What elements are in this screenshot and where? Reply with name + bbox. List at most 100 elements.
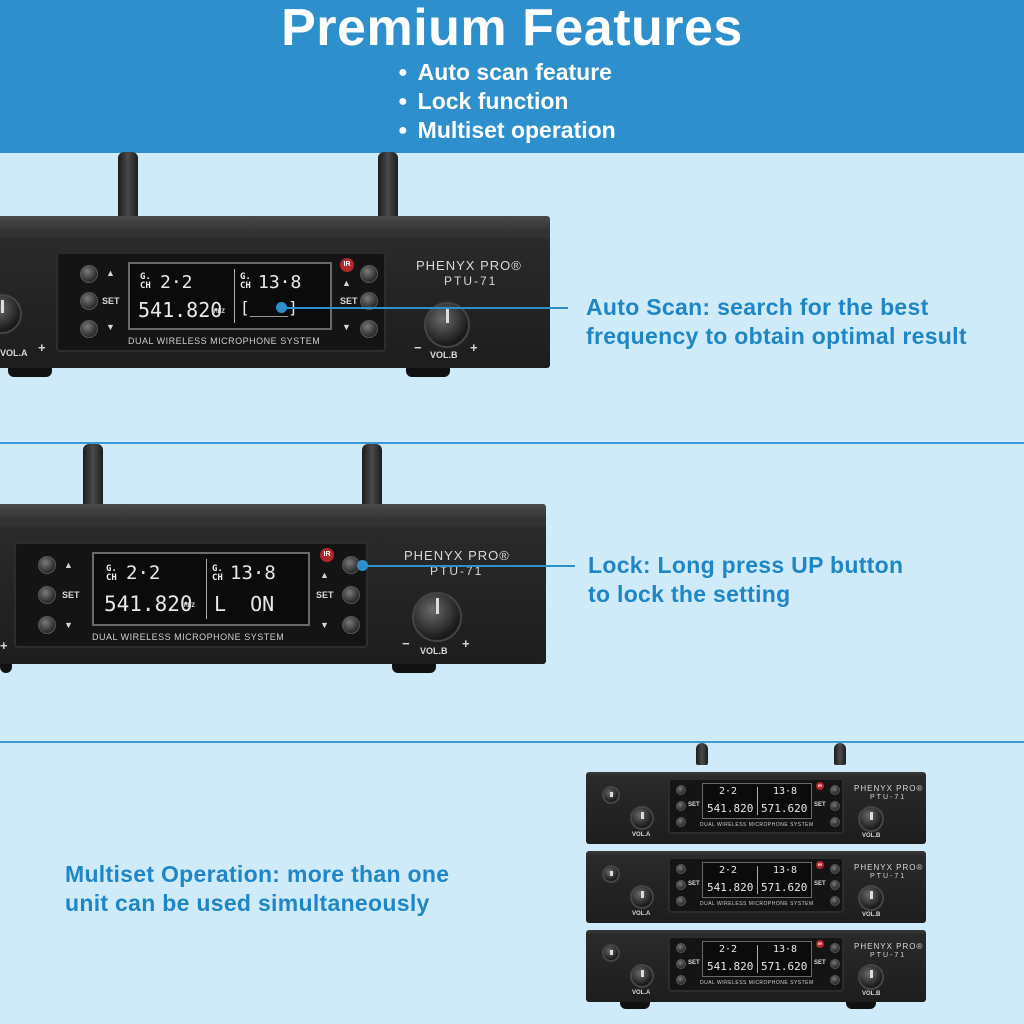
vol-b-plus: + <box>470 340 478 355</box>
volume-b-knob <box>858 885 884 911</box>
channel-b-down-button <box>830 975 840 985</box>
channel-b-set-button <box>830 959 840 969</box>
auto-scan-line-1: Auto Scan: search for the best <box>586 294 929 320</box>
feature-bullet-auto-scan: Auto scan feature <box>398 58 616 87</box>
multiset-callout: Multiset Operation: more than one unit c… <box>65 860 449 918</box>
lcd-display: G. CH 2·2 541.820 MHZ G. CH 13·8 [____] <box>128 262 332 330</box>
channel-a-set-button <box>676 880 686 890</box>
power-button <box>602 865 620 883</box>
antenna-left <box>83 444 103 508</box>
channel-a-down-button <box>676 817 686 827</box>
vol-b-minus: − <box>414 340 422 355</box>
receiver-top <box>0 504 546 522</box>
vol-b-label: VOL.B <box>430 350 458 360</box>
lcd-display: 2·2 541.820 13·8 571.620 <box>702 862 812 898</box>
volume-b-knob <box>858 806 884 832</box>
receiver-foot <box>846 1002 876 1009</box>
lcd-b-group: 13·8 <box>773 865 798 876</box>
lcd-a-group: 2·2 <box>719 865 738 876</box>
channel-b-down-button <box>342 616 360 634</box>
channel-b-up-button <box>830 943 840 953</box>
set-label: SET <box>814 960 826 966</box>
channel-b-up-button <box>830 864 840 874</box>
feature-bullet-multiset: Multiset operation <box>398 116 616 145</box>
receiver-foot <box>620 1002 650 1009</box>
antenna-right <box>834 743 846 765</box>
lcd-b-frequency: 571.620 <box>761 960 808 973</box>
lock-line-2: to lock the setting <box>588 581 791 607</box>
system-label: DUAL WIRELESS MICROPHONE SYSTEM <box>92 632 285 642</box>
volume-a-knob <box>630 885 654 909</box>
antenna-left <box>696 743 708 765</box>
vol-a-plus: + <box>38 340 46 355</box>
channel-a-up-button <box>676 943 686 953</box>
channel-b-up-button <box>830 785 840 795</box>
up-arrow-icon: ▲ <box>342 278 351 288</box>
receiver-foot <box>0 664 12 673</box>
channel-a-set-button <box>676 801 686 811</box>
lcd-b-frequency: 571.620 <box>761 881 808 894</box>
channel-b-down-button <box>830 896 840 906</box>
feature-list: Auto scan feature Lock function Multiset… <box>398 58 616 145</box>
receiver-unit-1: VOL.A + ▲ SET ▼ G. CH 2·2 541.820 MHZ G.… <box>0 216 550 368</box>
lcd-b-frequency: 571.620 <box>761 802 808 815</box>
volume-a-knob <box>630 964 654 988</box>
stacked-receiver-unit: VOL.A SET 2·2 541.820 13·8 571.620 DUAL … <box>586 930 926 1002</box>
vol-a-label: VOL.A <box>632 990 651 996</box>
ir-sensor: IR <box>816 861 824 869</box>
brand-logo: PHENYX PRO® <box>416 258 522 273</box>
channel-b-set-button <box>830 880 840 890</box>
callout-leader-line <box>363 565 575 567</box>
mhz-label: MHZ <box>214 308 225 315</box>
vol-b-label: VOL.B <box>420 646 448 656</box>
system-label: DUAL WIRELESS MICROPHONE SYSTEM <box>128 336 321 346</box>
channel-b-up-button <box>360 265 378 283</box>
section-divider <box>0 741 1024 743</box>
vol-a-label: VOL.A <box>632 832 651 838</box>
ir-sensor: IR <box>340 258 354 272</box>
multiset-line-1: Multiset Operation: more than one <box>65 861 450 887</box>
channel-b-set-button <box>360 292 378 310</box>
vol-a-label: VOL.A <box>0 348 28 358</box>
power-button <box>602 944 620 962</box>
channel-a-down-button <box>38 616 56 634</box>
lcd-display: G. CH 2·2 541.820 MHZ G. CH 13·8 L ON <box>92 552 310 626</box>
system-label: DUAL WIRELESS MICROPHONE SYSTEM <box>700 822 814 828</box>
vol-b-minus: − <box>402 636 410 651</box>
lcd-separator <box>757 787 758 815</box>
channel-b-set-button <box>830 801 840 811</box>
channel-a-set-button <box>80 292 98 310</box>
lcd-b-group: 13·8 <box>773 944 798 955</box>
auto-scan-line-2: frequency to obtain optimal result <box>586 323 967 349</box>
front-panel: SET 2·2 541.820 13·8 571.620 DUAL WIRELE… <box>668 857 844 913</box>
channel-a-down-button <box>676 896 686 906</box>
set-label: SET <box>814 881 826 887</box>
channel-a-up-button <box>80 265 98 283</box>
down-arrow-icon: ▼ <box>320 620 329 630</box>
lcd-separator <box>757 945 758 973</box>
antenna-left <box>118 152 138 220</box>
channel-a-up-button <box>676 864 686 874</box>
set-label: SET <box>688 802 700 808</box>
ir-sensor: IR <box>320 548 334 562</box>
set-label: SET <box>688 960 700 966</box>
channel-a-up-button <box>38 556 56 574</box>
volume-b-knob <box>424 302 470 348</box>
lcd-b-lock-status: L ON <box>214 592 275 616</box>
channel-label: CH <box>140 281 151 291</box>
channel-b-set-button <box>342 586 360 604</box>
lock-callout: Lock: Long press UP button to lock the s… <box>588 551 903 609</box>
antenna-right <box>362 444 382 508</box>
stacked-receiver-unit: VOL.A SET 2·2 541.820 13·8 571.620 DUAL … <box>586 772 926 844</box>
power-button <box>602 786 620 804</box>
lcd-display: 2·2 541.820 13·8 571.620 <box>702 941 812 977</box>
lcd-a-frequency: 541.820 <box>707 802 754 815</box>
receiver-unit-2: + ▲ SET ▼ G. CH 2·2 541.820 MHZ G. CH 13… <box>0 504 546 664</box>
lcd-separator <box>206 559 207 619</box>
lcd-a-frequency: 541.820 <box>104 592 193 616</box>
antenna-right <box>378 152 398 220</box>
mhz-label: MHZ <box>184 602 195 609</box>
vol-b-label: VOL.B <box>862 912 881 918</box>
lcd-a-group: 2·2 <box>126 562 161 584</box>
channel-a-set-button <box>38 586 56 604</box>
